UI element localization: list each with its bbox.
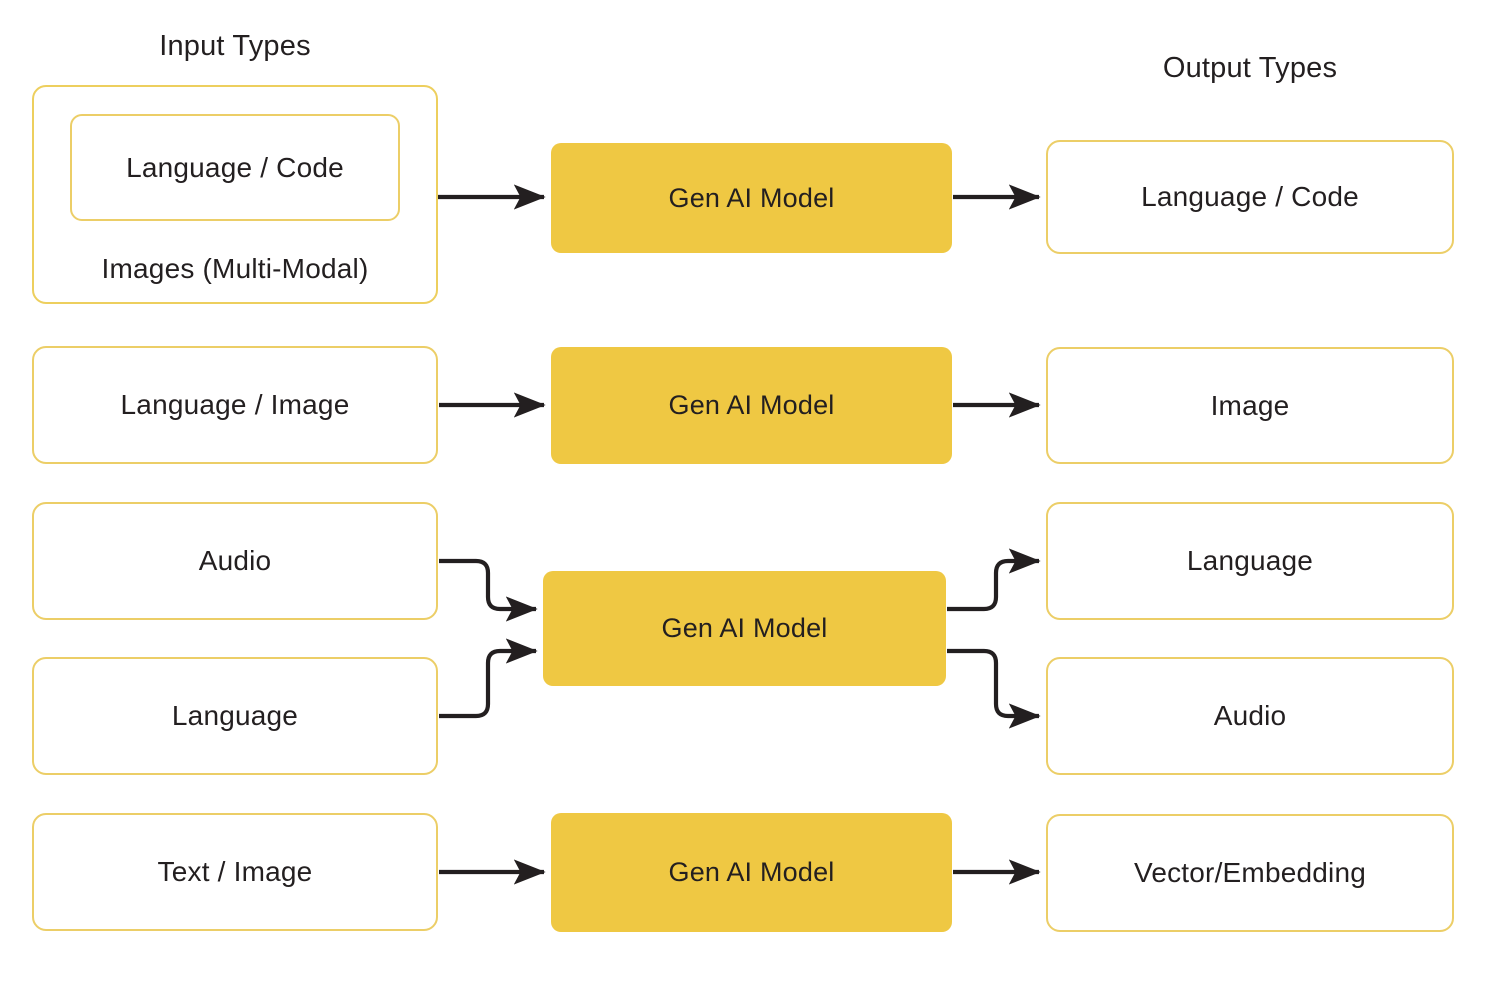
input-box-label: Text / Image	[157, 856, 313, 887]
nested-input-label: Language / Code	[126, 151, 344, 183]
arrow-model-to-output-language	[947, 548, 1041, 612]
gen-ai-model-label: Gen AI Model	[668, 390, 835, 420]
output-box-language[interactable]: Language	[1046, 502, 1454, 620]
output-box-vector-embedding[interactable]: Vector/Embedding	[1046, 814, 1454, 932]
input-box-label: Language / Image	[120, 389, 350, 420]
gen-ai-model-label: Gen AI Model	[668, 857, 835, 887]
arrow-model-to-output-audio	[947, 648, 1041, 729]
output-box-label: Vector/Embedding	[1133, 857, 1366, 888]
gen-ai-model-label: Gen AI Model	[661, 613, 828, 643]
nested-input-box-language-code[interactable]: Language / Code	[70, 114, 400, 221]
gen-ai-model-box-row2[interactable]: Gen AI Model	[551, 347, 952, 464]
arrow-language-to-model	[439, 638, 538, 719]
input-box-text-image[interactable]: Text / Image	[32, 813, 438, 931]
output-types-header: Output Types	[1162, 52, 1338, 84]
output-box-label: Language	[1186, 545, 1314, 576]
input-box-label: Audio	[198, 545, 272, 576]
output-box-language-code[interactable]: Language / Code	[1046, 140, 1454, 254]
input-box-caption-images: Images (Multi-Modal)	[101, 253, 369, 284]
output-box-image[interactable]: Image	[1046, 347, 1454, 464]
gen-ai-model-box-row4[interactable]: Gen AI Model	[551, 813, 952, 932]
output-box-label: Language / Code	[1141, 181, 1359, 212]
input-box-audio[interactable]: Audio	[32, 502, 438, 620]
input-types-header: Input Types	[159, 30, 311, 62]
gen-ai-model-box-row1[interactable]: Gen AI Model	[551, 143, 952, 253]
output-box-label: Audio	[1213, 700, 1287, 731]
input-box-language[interactable]: Language	[32, 657, 438, 775]
output-box-label: Image	[1210, 389, 1290, 421]
gen-ai-model-box-row3[interactable]: Gen AI Model	[543, 571, 946, 686]
input-box-label: Language	[171, 700, 299, 731]
input-box-multimodal[interactable]: Language / Code Images (Multi-Modal)	[32, 85, 438, 304]
gen-ai-model-label: Gen AI Model	[668, 182, 835, 213]
output-box-audio[interactable]: Audio	[1046, 657, 1454, 775]
arrow-audio-to-model	[439, 558, 538, 622]
input-box-language-image[interactable]: Language / Image	[32, 346, 438, 464]
